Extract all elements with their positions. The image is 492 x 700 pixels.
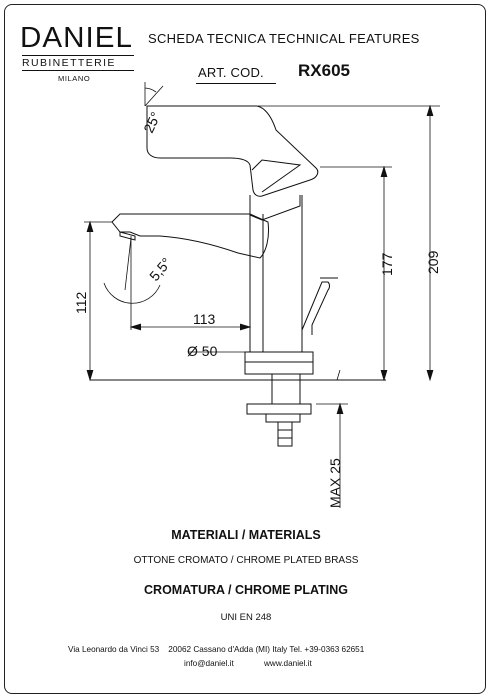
spout <box>111 213 269 259</box>
spout-aerator <box>119 231 136 241</box>
pop-up-lever <box>301 281 330 335</box>
materials-title: MATERIALI / MATERIALS <box>171 528 321 542</box>
materials-text: OTTONE CROMATO / CHROME PLATED BRASS <box>133 555 359 566</box>
brand-logo-subtitle: RUBINETTERIE <box>22 57 116 69</box>
dim-height-total: 209 <box>425 250 441 274</box>
dim-reach: 113 <box>193 311 216 327</box>
dim-diameter: Ø 50 <box>187 343 218 359</box>
sheet-title: SCHEDA TECNICA TECHNICAL FEATURES <box>148 31 420 46</box>
footer-email[interactable]: info@daniel.it <box>184 659 234 668</box>
footer-address: Via Leonardo da Vinci 53 20062 Cassano d… <box>68 645 365 654</box>
lever-base <box>249 195 301 221</box>
brand-logo-name: DANIEL <box>20 22 133 54</box>
dim-max-thickness: MAX 25 <box>327 458 343 508</box>
dim-height-lever: 177 <box>379 252 395 276</box>
dim-height-spout: 112 <box>73 291 89 314</box>
plating-standard: UNI EN 248 <box>220 612 272 623</box>
fixing-rod <box>277 421 293 447</box>
shank <box>271 373 301 405</box>
fixing-nut <box>246 403 312 415</box>
dim-angle-spout: 5,5° <box>146 254 174 283</box>
dim-angle-lever: 25° <box>140 109 163 135</box>
footer-website[interactable]: www.daniel.it <box>264 659 312 668</box>
logo-divider <box>22 55 134 56</box>
lever-underside <box>251 159 302 193</box>
brand-logo-city: MILANO <box>58 74 91 83</box>
article-code-value: RX605 <box>298 61 350 80</box>
lever-handle <box>146 105 319 197</box>
plating-title: CROMATURA / CHROME PLATING <box>144 583 348 597</box>
base-ring <box>244 351 314 375</box>
page-border <box>4 4 486 694</box>
article-code-label: ART. COD. <box>198 65 264 80</box>
logo-divider-bottom <box>22 70 134 71</box>
article-code-underline <box>196 83 276 84</box>
